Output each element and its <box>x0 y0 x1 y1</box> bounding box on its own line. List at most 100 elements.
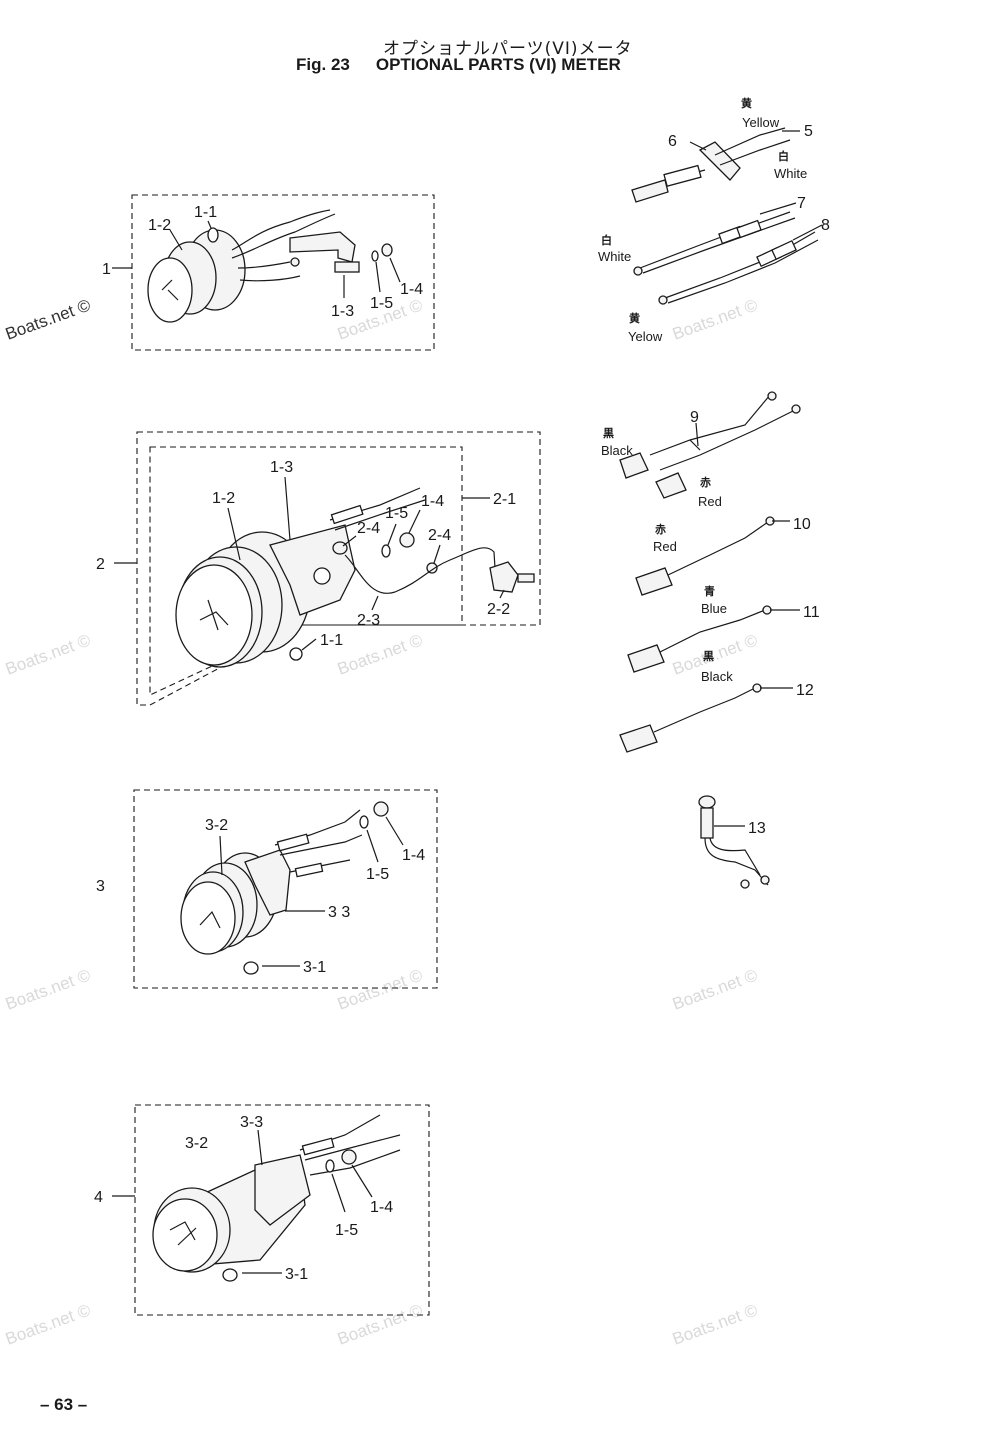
callout-1-4: 1-4 <box>400 281 423 298</box>
callout-3-2: 3-2 <box>205 817 228 834</box>
assembly-1: 1 1-2 1-1 1-3 1-5 1-4 <box>102 194 435 351</box>
wire-color-kanji: 黒 <box>603 427 614 440</box>
watermark: Boats.net © <box>335 1300 426 1348</box>
group-frame <box>131 194 435 351</box>
callout-10: 10 <box>793 516 811 533</box>
wire-color-yellow: Yellow <box>742 115 780 130</box>
wire-color-white: White <box>598 249 631 264</box>
part-5-6: 6 5 黄 Yellow 白 White <box>631 96 813 203</box>
callout-3-1: 3-1 <box>303 959 326 976</box>
watermark: Boats.net © <box>3 965 94 1013</box>
callout-1-5: 1-5 <box>385 505 408 522</box>
watermark: Boats.net © <box>3 1300 94 1348</box>
watermarks: Boats.net © Boats.net © Boats.net © Boat… <box>3 295 761 1348</box>
connector-icon <box>655 472 687 499</box>
bulb-icon <box>289 647 303 661</box>
callout-3-3: 3-3 <box>240 1114 263 1131</box>
callout-13: 13 <box>748 820 766 837</box>
callout-2-4: 2-4 <box>428 527 451 544</box>
wire-color-white: White <box>774 166 807 181</box>
bracket-icon <box>289 231 356 263</box>
callout-3-1: 3-1 <box>285 1266 308 1283</box>
callout-2-3: 2-3 <box>357 612 380 629</box>
gauge-face-icon <box>152 1198 218 1272</box>
connector-icon <box>619 724 658 753</box>
callout-1-2: 1-2 <box>212 490 235 507</box>
callout-5: 5 <box>804 123 813 140</box>
callout-1-5: 1-5 <box>335 1222 358 1239</box>
callout-1-4: 1-4 <box>402 847 425 864</box>
connector-icon <box>627 644 665 673</box>
callout-2-2: 2-2 <box>487 601 510 618</box>
callout-1-1: 1-1 <box>320 632 343 649</box>
figure-title: Fig. 23 OPTIONAL PARTS (VI) METER <box>296 55 621 75</box>
title-japanese: オプショナルパーツ(VI)メータ <box>383 39 633 59</box>
part-9: 9 黒 Black 赤 Red <box>601 391 801 509</box>
wire-color-kanji: 黒 <box>703 650 714 663</box>
callout-2-4: 2-4 <box>357 520 380 537</box>
wire-color-kanji: 青 <box>704 584 715 598</box>
part-12: 12 黒 Black <box>619 650 814 753</box>
connector-icon <box>635 567 673 596</box>
gauge-face-icon <box>147 257 193 323</box>
wire-color-kanji: 黄 <box>629 311 640 325</box>
callout-3: 3 <box>96 878 105 895</box>
gauge-face-icon <box>175 564 253 666</box>
callout-7: 7 <box>797 195 806 212</box>
part-11: 11 青 Blue <box>627 584 820 673</box>
callout-1-5: 1-5 <box>370 295 393 312</box>
figure-title-text: OPTIONAL PARTS (VI) METER <box>375 55 621 74</box>
figure-number: Fig. 23 <box>296 55 350 74</box>
group-frame <box>133 789 438 989</box>
callout-1-1: 1-1 <box>194 204 217 221</box>
wire-color-black: Black <box>601 443 633 458</box>
part-10: 10 赤 Red <box>635 516 811 596</box>
gauge-face-icon <box>180 881 236 955</box>
watermark: Boats.net © <box>670 1300 761 1348</box>
bulb-icon <box>243 961 259 975</box>
group-frame-inner <box>149 446 463 696</box>
watermark: Boats.net © <box>670 295 761 343</box>
wire-color-kanji: 赤 <box>700 475 711 489</box>
nut-icon <box>341 1149 357 1165</box>
switch-icon <box>489 561 519 593</box>
wire-color-blue: Blue <box>701 601 727 616</box>
callout-9: 9 <box>690 409 699 426</box>
watermark: Boats.net © <box>3 630 94 678</box>
callout-2-1: 2-1 <box>493 491 516 508</box>
callout-12: 12 <box>796 682 814 699</box>
callout-8: 8 <box>821 217 830 234</box>
washer-icon <box>371 250 379 262</box>
assembly-2: 2 1-2 1-3 2-1 1-4 1-5 2-4 2-4 2-3 2-2 1-… <box>96 431 541 706</box>
wire-color-kanji: 白 <box>601 233 612 247</box>
nut-icon <box>373 801 389 817</box>
assembly-4: 4 3-2 3-3 3-1 1-5 1-4 <box>94 1104 430 1316</box>
nut-icon <box>399 532 415 548</box>
nut-icon <box>381 243 393 257</box>
callout-1-4: 1-4 <box>421 493 444 510</box>
wire-color-kanji: 白 <box>778 149 789 163</box>
callout-1-4: 1-4 <box>370 1199 393 1216</box>
wire-color-red: Red <box>698 494 722 509</box>
callout-3-3: 3 3 <box>328 904 350 921</box>
connector-icon <box>619 452 649 479</box>
callout-4: 4 <box>94 1189 103 1206</box>
part-7-8: 7 8 白 White 黄 Yelow <box>598 195 830 344</box>
callout-1: 1 <box>102 261 111 278</box>
callout-2: 2 <box>96 556 105 573</box>
washer-icon <box>359 815 369 829</box>
wire-color-black: Black <box>701 669 733 684</box>
washer-icon <box>381 544 391 558</box>
bulb-icon <box>222 1268 238 1282</box>
switch-icon <box>698 795 716 809</box>
group-frame <box>134 1104 430 1316</box>
callout-1-2: 1-2 <box>148 217 171 234</box>
bracket-icon <box>254 1154 311 1226</box>
callout-11: 11 <box>803 604 820 621</box>
callout-1-3: 1-3 <box>270 459 293 476</box>
callout-6: 6 <box>668 133 677 150</box>
bulb-icon <box>207 227 219 243</box>
wire-color-kanji: 黄 <box>741 96 752 110</box>
wire-color-kanji: 赤 <box>655 522 666 536</box>
